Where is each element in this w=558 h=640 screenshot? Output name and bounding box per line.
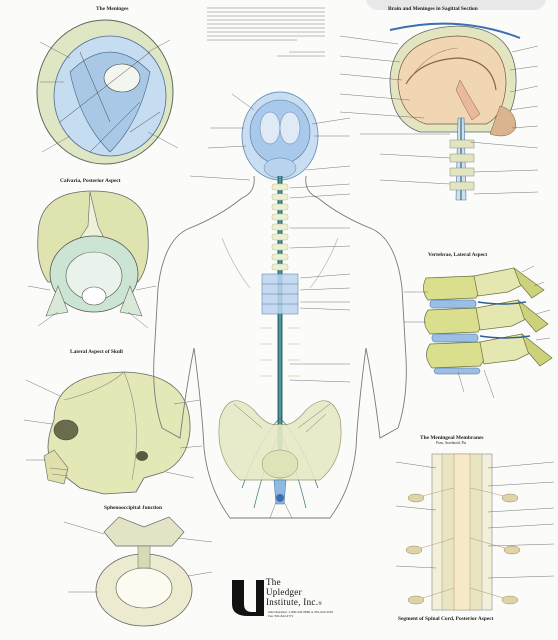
panel-title-calvaria: Calvaria, Posterior Aspect <box>60 178 121 184</box>
spinal-segment-illustration <box>395 453 555 611</box>
central-body-illustration <box>153 91 407 519</box>
logo-wordmark: The Upledger Institute, Inc.® <box>266 577 322 610</box>
logo-name-line2: Upledger <box>266 587 302 597</box>
vertebrae-illustration <box>404 265 553 399</box>
logo-name-line1: The <box>266 577 281 587</box>
contact-fax: Fax: 561-622-4771 <box>268 614 294 618</box>
calvaria-illustration <box>27 190 157 329</box>
upledger-logo-mark <box>232 580 264 616</box>
panel-title-vertebrae: Vertebrae, Lateral Aspect <box>428 252 488 258</box>
panel-title-membranes: The Meningeal Membranes <box>420 435 484 441</box>
skull-illustration <box>23 371 203 495</box>
contact-admin: Administration: 1-800-233-5880 or 561-62… <box>268 610 334 614</box>
brain-sagittal-illustration <box>339 22 539 201</box>
meninges-illustration <box>36 19 179 165</box>
registered-mark: ® <box>318 602 323 607</box>
panel-title-brain: Brain and Meninges in Sagittal Section <box>388 6 478 12</box>
panel-title-skull: Lateral Aspect of Skull <box>70 349 123 355</box>
panel-subtitle-membranes: Pons, Arachnoid, Pia <box>436 441 467 445</box>
intro-text-block <box>207 7 325 57</box>
panel-title-segment: Segment of Spinal Cord, Posterior Aspect <box>398 616 494 622</box>
panel-title-meninges: The Meninges <box>96 6 129 12</box>
logo-name-line3: Institute, Inc.® <box>266 597 323 607</box>
spheno-illustration <box>63 516 213 627</box>
panel-title-spheno: Sphenooccipital Junction <box>104 505 162 511</box>
logo-contact: Administration: 1-800-233-5880 or 561-62… <box>268 610 333 618</box>
top-right-overlay-pill <box>366 0 546 10</box>
